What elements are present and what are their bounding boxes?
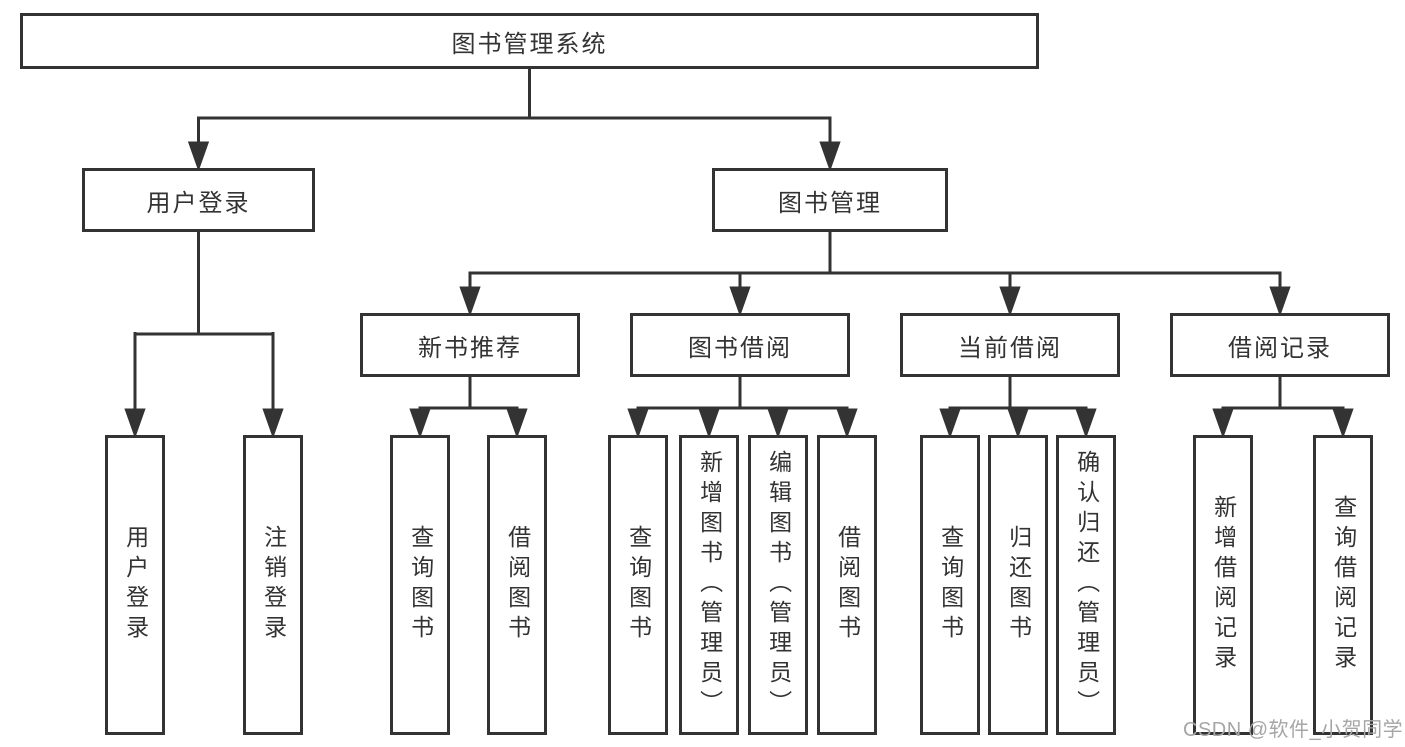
watermark-text: CSDN @软件_小贺同学 (1183, 719, 1404, 741)
connector-book-borrow-to-children (627, 377, 858, 439)
node-new-book-recommend: 新书推荐 (360, 313, 580, 377)
node-label: 新书推荐 (418, 334, 522, 362)
node-book-management-module: 图书管理 (712, 168, 948, 232)
node-user-login-module: 用户登录 (82, 168, 315, 232)
node-leaf-edit-book-admin: 编辑图书（管理员） (748, 435, 808, 735)
connector-current-borrow-to-children (939, 377, 1097, 439)
node-label: 注销登录 (260, 525, 287, 645)
node-leaf-query-books-recommend: 查询图书 (390, 435, 450, 735)
node-label: 确认归还（管理员） (1073, 450, 1100, 720)
node-label: 新增借阅记录 (1210, 495, 1237, 675)
node-leaf-confirm-return-admin: 确认归还（管理员） (1056, 435, 1116, 735)
node-library-management-system: 图书管理系统 (20, 13, 1039, 69)
node-leaf-query-books-current: 查询图书 (920, 435, 980, 735)
node-current-borrow: 当前借阅 (900, 313, 1120, 377)
node-leaf-return-books: 归还图书 (988, 435, 1048, 735)
node-label: 借阅记录 (1228, 334, 1332, 362)
node-label: 新增图书（管理员） (696, 450, 723, 720)
node-label: 借阅图书 (504, 525, 531, 645)
node-leaf-borrow-books: 借阅图书 (817, 435, 877, 735)
node-leaf-logout: 注销登录 (243, 435, 303, 735)
node-label: 编辑图书（管理员） (765, 450, 792, 720)
node-label: 查询图书 (407, 525, 434, 645)
connector-book-management-to-level3 (459, 232, 1291, 317)
node-leaf-borrow-books-recommend: 借阅图书 (487, 435, 547, 735)
node-label: 查询图书 (625, 525, 652, 645)
node-leaf-add-borrow-record: 新增借阅记录 (1193, 435, 1253, 735)
node-label: 图书借阅 (688, 334, 792, 362)
node-label: 查询图书 (937, 525, 964, 645)
node-label: 当前借阅 (958, 334, 1062, 362)
connector-new-book-recommend-to-children (409, 377, 528, 439)
node-label: 归还图书 (1005, 525, 1032, 645)
node-leaf-query-borrow-record: 查询借阅记录 (1313, 435, 1373, 735)
connector-root-to-level2 (187, 69, 841, 172)
connector-user-login-to-children (124, 232, 284, 439)
node-book-borrow: 图书借阅 (630, 313, 850, 377)
node-label: 图书管理 (778, 189, 882, 217)
node-label: 查询借阅记录 (1330, 495, 1357, 675)
node-leaf-user-login: 用户登录 (105, 435, 165, 735)
connector-borrow-records-to-children (1212, 377, 1354, 439)
node-leaf-add-book-admin: 新增图书（管理员） (679, 435, 739, 735)
node-label: 用户登录 (122, 525, 149, 645)
node-label: 借阅图书 (834, 525, 861, 645)
node-borrow-records: 借阅记录 (1170, 313, 1390, 377)
node-label: 图书管理系统 (451, 30, 608, 58)
node-leaf-query-books-borrow: 查询图书 (608, 435, 668, 735)
node-label: 用户登录 (146, 189, 251, 217)
